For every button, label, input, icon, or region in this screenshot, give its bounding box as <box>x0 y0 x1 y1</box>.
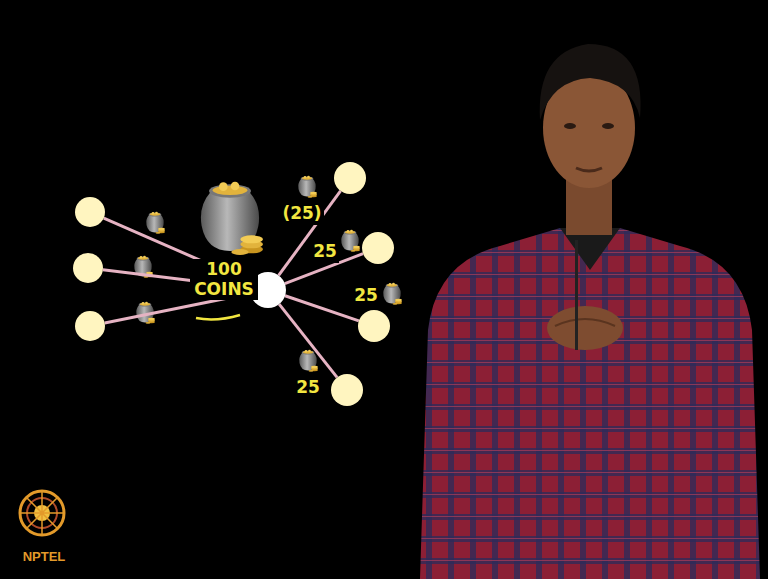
node-circle <box>73 253 103 283</box>
coin-pot <box>383 283 402 305</box>
node-circle <box>75 197 105 227</box>
edge-label: 25 <box>352 285 380 307</box>
coin-pot <box>341 230 360 252</box>
underline <box>196 315 240 319</box>
presenter <box>420 44 760 579</box>
annotation: 100 COINS <box>190 259 258 300</box>
edge-label: 25 <box>294 377 322 399</box>
connector-line <box>279 304 337 377</box>
logo-text: NPTEL <box>17 549 71 566</box>
edge-label: (25) <box>280 203 323 225</box>
node-circle <box>358 310 390 342</box>
coin-pot <box>146 212 165 234</box>
logo-emblem <box>20 491 64 535</box>
node-circle <box>75 311 105 341</box>
coin-pot <box>201 182 263 255</box>
node-circle <box>362 232 394 264</box>
coin-pot <box>298 176 317 198</box>
node-circle <box>334 162 366 194</box>
connector-line <box>285 296 359 321</box>
edge-label: 25 <box>311 241 339 263</box>
coin-pot <box>299 350 318 372</box>
node-circle <box>331 374 363 406</box>
connector-line <box>279 191 341 276</box>
